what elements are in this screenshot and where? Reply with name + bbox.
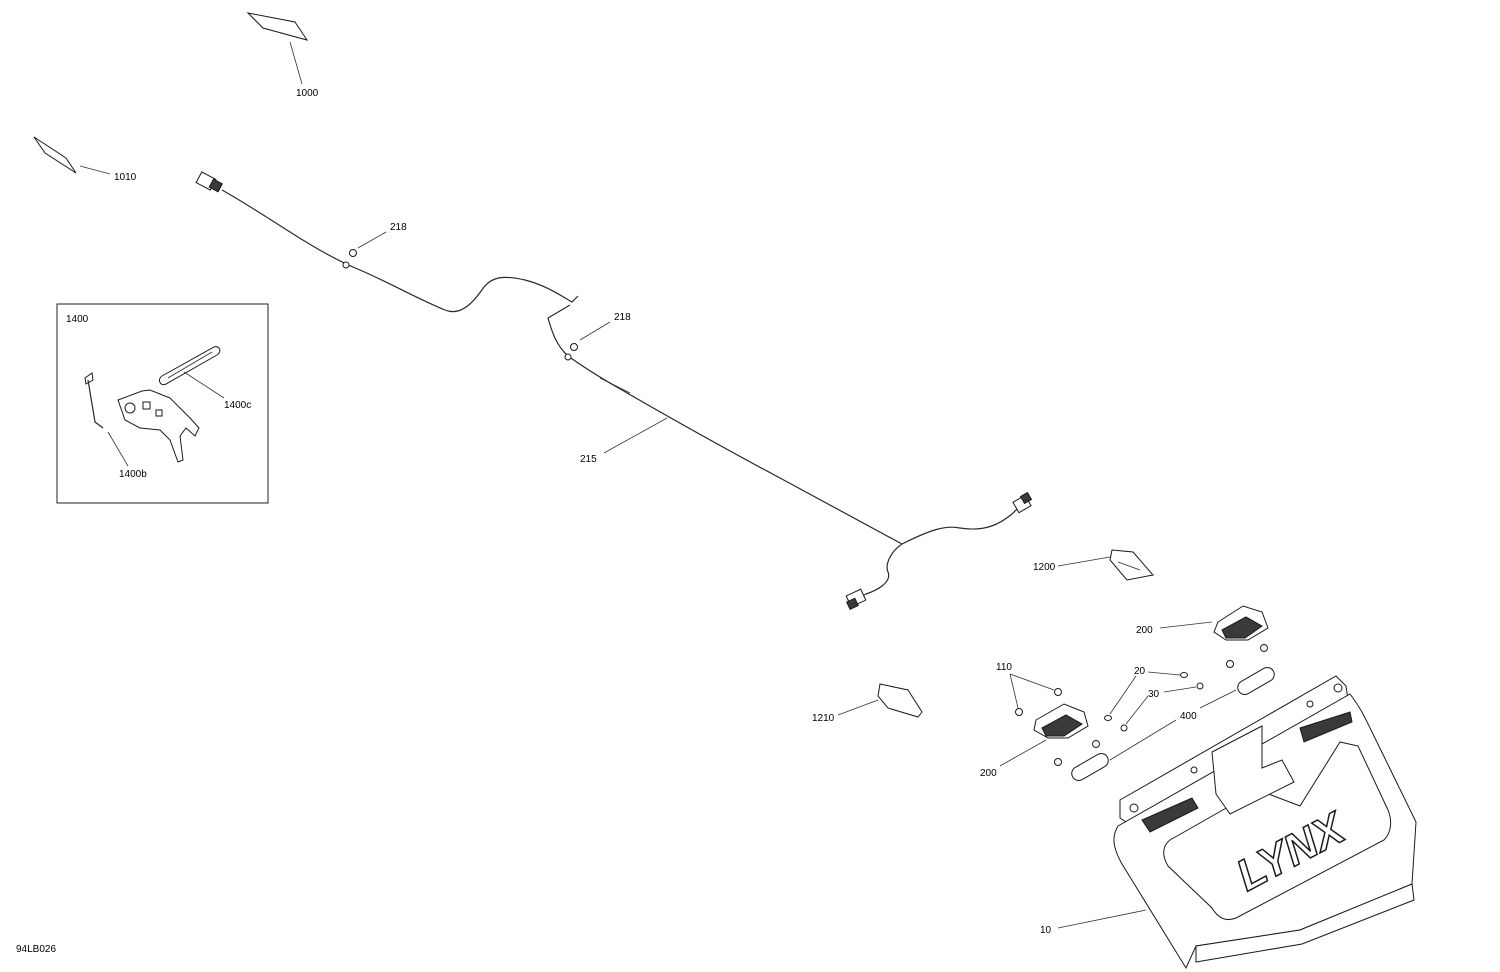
harness-connector-bottom (845, 588, 867, 610)
spanner-wrench-1400b (117, 389, 200, 463)
callout-20: 20 (1134, 666, 1146, 677)
light-assembly-200-lower: 200 (980, 703, 1100, 779)
lens-400: 400 (1071, 667, 1275, 781)
callout-218-a: 218 (390, 222, 407, 233)
callout-1010: 1010 (114, 172, 137, 183)
callout-218-b: 218 (614, 312, 631, 323)
harness-connector-right (1012, 491, 1033, 514)
nut-110: 110 (996, 662, 1062, 716)
callout-200-a: 200 (1136, 625, 1153, 636)
callout-400: 400 (1180, 711, 1197, 722)
decal-1200: 1200 (1033, 549, 1154, 581)
screw-30: 30 (1120, 682, 1204, 732)
callout-110: 110 (996, 662, 1012, 673)
strap-1400c (158, 346, 221, 386)
callout-215: 215 (580, 454, 597, 465)
callout-30: 30 (1148, 689, 1160, 700)
wiring-harness-215: 215 218 218 (195, 171, 1033, 610)
rear-flap-10: LYNX 10 (1040, 675, 1417, 970)
callout-1400c: 1400c (224, 400, 251, 411)
clip-218-b (564, 343, 578, 361)
washer-20: 20 (1104, 666, 1188, 721)
harness-connector-left (195, 171, 223, 193)
tool-kit-1400: 1400 1400c 1400b (56, 303, 269, 504)
callout-1400b: 1400b (119, 469, 147, 480)
allen-key-icon (84, 372, 104, 429)
decal-1210: 1210 (812, 683, 923, 724)
callout-1000: 1000 (296, 88, 319, 99)
callout-10: 10 (1040, 925, 1052, 936)
decal-1010: 1010 (33, 136, 137, 183)
light-assembly-200-upper: 200 (1136, 605, 1269, 668)
callout-1210: 1210 (812, 713, 835, 724)
clip-218-a (342, 249, 357, 269)
callout-1400: 1400 (66, 314, 89, 325)
callout-1200: 1200 (1033, 562, 1056, 573)
callout-200-b: 200 (980, 768, 997, 779)
diagram-code: 94LB026 (16, 944, 56, 955)
decal-1000: 1000 (246, 12, 319, 99)
